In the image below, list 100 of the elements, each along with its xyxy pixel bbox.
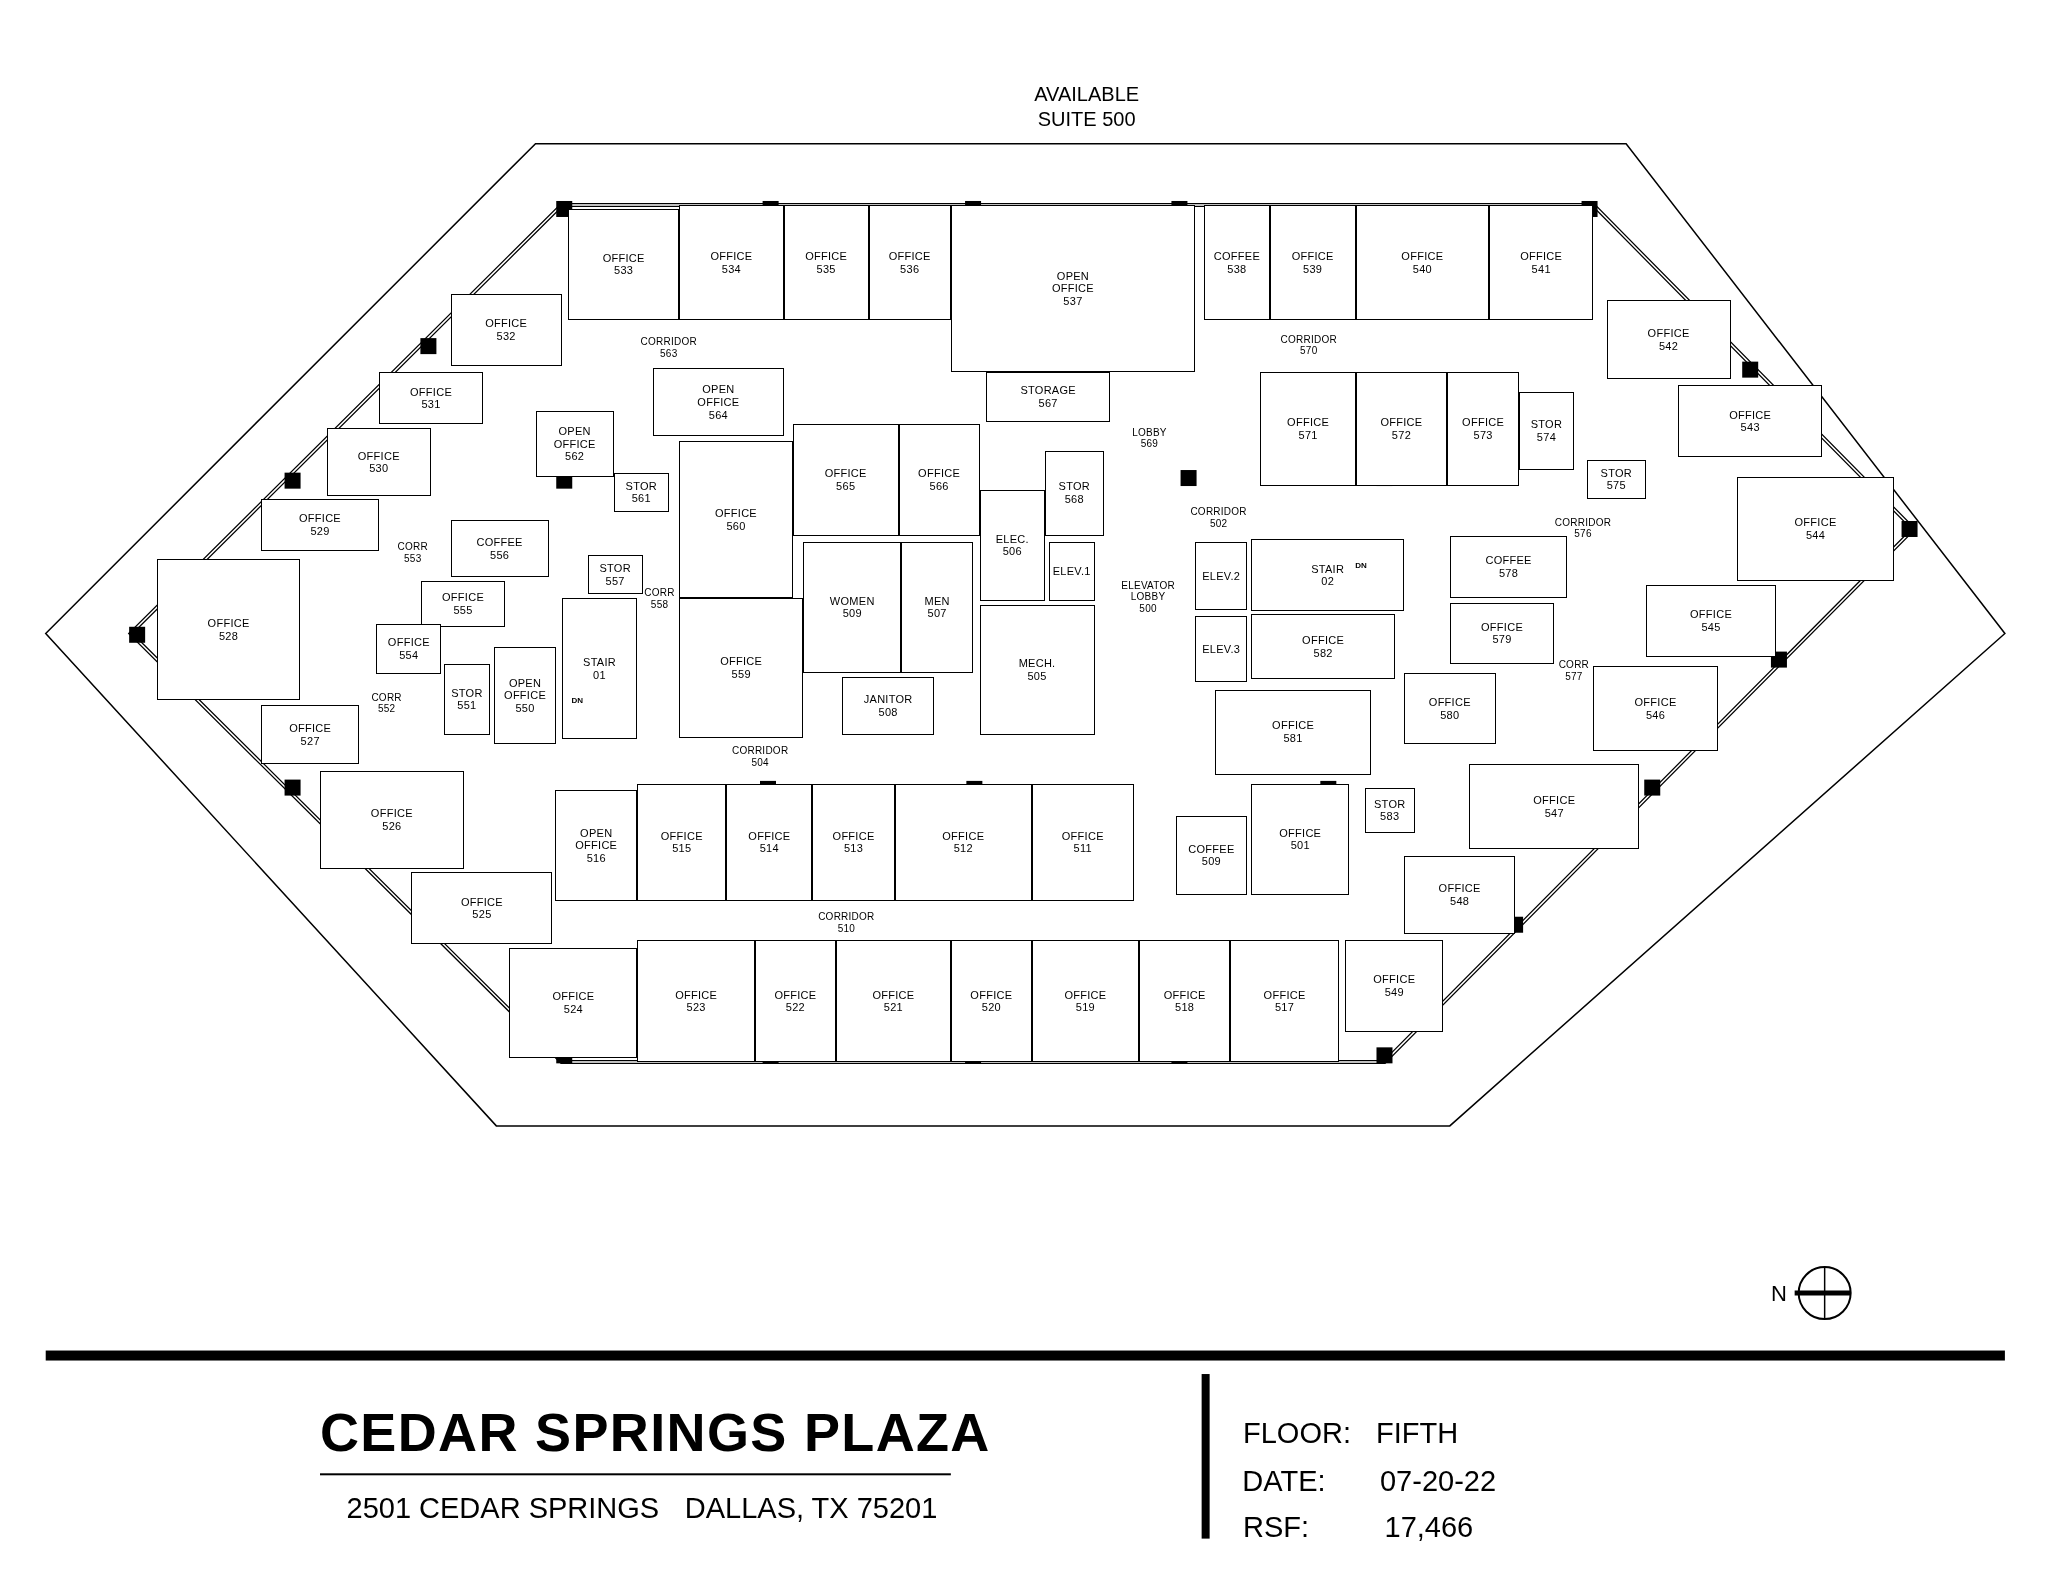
room-name: OFFICE bbox=[1634, 695, 1677, 709]
room bbox=[898, 424, 980, 536]
room-number: 551 bbox=[457, 699, 477, 713]
room-number: 547 bbox=[1544, 806, 1564, 820]
room bbox=[812, 783, 895, 902]
room bbox=[1204, 205, 1270, 320]
room bbox=[792, 424, 899, 536]
room-name: OFFICE bbox=[1272, 719, 1315, 733]
room-name: OFFICE bbox=[1794, 516, 1837, 529]
room bbox=[493, 646, 557, 745]
room bbox=[378, 372, 484, 425]
room-name: OFFICE bbox=[1373, 973, 1416, 987]
room bbox=[1364, 787, 1415, 834]
stair-direction-label: DN bbox=[571, 695, 584, 708]
room bbox=[1031, 940, 1139, 1062]
room-number: 534 bbox=[721, 262, 741, 276]
room bbox=[1138, 940, 1231, 1062]
room bbox=[1214, 689, 1372, 775]
title-block-text: DATE: bbox=[1242, 1464, 1326, 1500]
room bbox=[1449, 535, 1568, 599]
room-number: 543 bbox=[1740, 421, 1760, 434]
room-name: OFFICE bbox=[289, 722, 332, 735]
room-number: 549 bbox=[1384, 986, 1404, 999]
room-number: 536 bbox=[900, 262, 920, 276]
room-name: OFFICE bbox=[710, 249, 753, 263]
room bbox=[726, 783, 813, 902]
room-number: 515 bbox=[672, 842, 692, 856]
room-number: 519 bbox=[1075, 1001, 1095, 1014]
title-block-text: FLOOR: bbox=[1243, 1416, 1351, 1452]
room-name: MECH. bbox=[1018, 657, 1056, 671]
room-name: OFFICE bbox=[970, 988, 1013, 1002]
room-number: 567 bbox=[1038, 397, 1058, 410]
room-number: 505 bbox=[1027, 670, 1047, 683]
room bbox=[587, 555, 643, 595]
room-number: 582 bbox=[1313, 646, 1333, 660]
room-name: OFFICE bbox=[675, 988, 718, 1002]
room bbox=[1606, 300, 1731, 379]
room-name: OFFICE bbox=[602, 251, 645, 265]
room-number: 508 bbox=[878, 705, 898, 719]
room-name: OPEN OFFICE bbox=[504, 676, 547, 702]
room-name: OFFICE bbox=[410, 385, 452, 399]
space-label: CORRIDOR 570 bbox=[1280, 333, 1337, 357]
room-name: ELEV.1 bbox=[1052, 565, 1091, 578]
room bbox=[411, 872, 553, 945]
room-name: OFFICE bbox=[1438, 882, 1481, 895]
room-number: 578 bbox=[1498, 566, 1519, 580]
room-name: OFFICE bbox=[1291, 249, 1334, 263]
room-number: 542 bbox=[1658, 339, 1679, 353]
room bbox=[950, 940, 1032, 1062]
room-name: OFFICE bbox=[888, 249, 931, 263]
room-name: OFFICE bbox=[1287, 416, 1330, 430]
room-name: OFFICE bbox=[942, 829, 985, 843]
room-number: 512 bbox=[953, 842, 973, 856]
room-name: OFFICE bbox=[357, 449, 400, 463]
room bbox=[1230, 940, 1339, 1062]
room-number: 514 bbox=[759, 842, 779, 856]
room-name: OFFICE bbox=[748, 829, 791, 843]
room-name: OFFICE bbox=[1401, 249, 1444, 263]
room-number: 506 bbox=[1002, 545, 1022, 558]
room-name: OFFICE bbox=[552, 990, 595, 1004]
room bbox=[1519, 391, 1574, 471]
room-number: 575 bbox=[1606, 479, 1626, 492]
room-name: OFFICE bbox=[832, 829, 875, 843]
title-block-text: 17,466 bbox=[1384, 1510, 1474, 1546]
room-number: 539 bbox=[1303, 262, 1323, 276]
room-number: 529 bbox=[310, 525, 330, 538]
title-block-text: 07-20-22 bbox=[1380, 1464, 1497, 1500]
title-block-text: DALLAS, TX 75201 bbox=[684, 1490, 938, 1526]
room-number: 527 bbox=[300, 734, 320, 748]
space-label: CORRIDOR 502 bbox=[1190, 505, 1247, 529]
north-label: N bbox=[1771, 1279, 1787, 1308]
room bbox=[803, 542, 902, 673]
room bbox=[450, 519, 549, 578]
room bbox=[754, 940, 836, 1062]
room-name: OFFICE bbox=[387, 636, 430, 650]
room-name: COFFEE bbox=[1188, 842, 1235, 856]
title-block-text: RSF: bbox=[1243, 1510, 1310, 1546]
room-name: JANITOR bbox=[863, 693, 913, 706]
room-name: STAIR bbox=[1311, 562, 1345, 576]
room-number: 573 bbox=[1473, 429, 1493, 442]
room-number: 517 bbox=[1274, 1001, 1295, 1014]
room bbox=[637, 783, 727, 902]
room bbox=[1044, 450, 1104, 536]
room bbox=[1678, 385, 1823, 458]
room-number: 556 bbox=[490, 548, 510, 562]
room bbox=[1251, 613, 1395, 680]
room bbox=[1404, 855, 1516, 934]
room bbox=[561, 598, 638, 740]
room-number: 520 bbox=[981, 1001, 1001, 1014]
room-number: 583 bbox=[1380, 810, 1400, 824]
room bbox=[1586, 459, 1646, 499]
room-number: 572 bbox=[1391, 429, 1412, 442]
room-name: OFFICE bbox=[720, 655, 763, 669]
room-number: 516 bbox=[586, 852, 606, 865]
room bbox=[1355, 205, 1489, 320]
room-name: OPEN OFFICE bbox=[697, 383, 740, 409]
room-name: OFFICE bbox=[1462, 416, 1505, 430]
stair-direction-label: DN bbox=[1355, 559, 1367, 572]
room bbox=[1447, 372, 1519, 486]
room-name: STOR bbox=[451, 686, 483, 700]
